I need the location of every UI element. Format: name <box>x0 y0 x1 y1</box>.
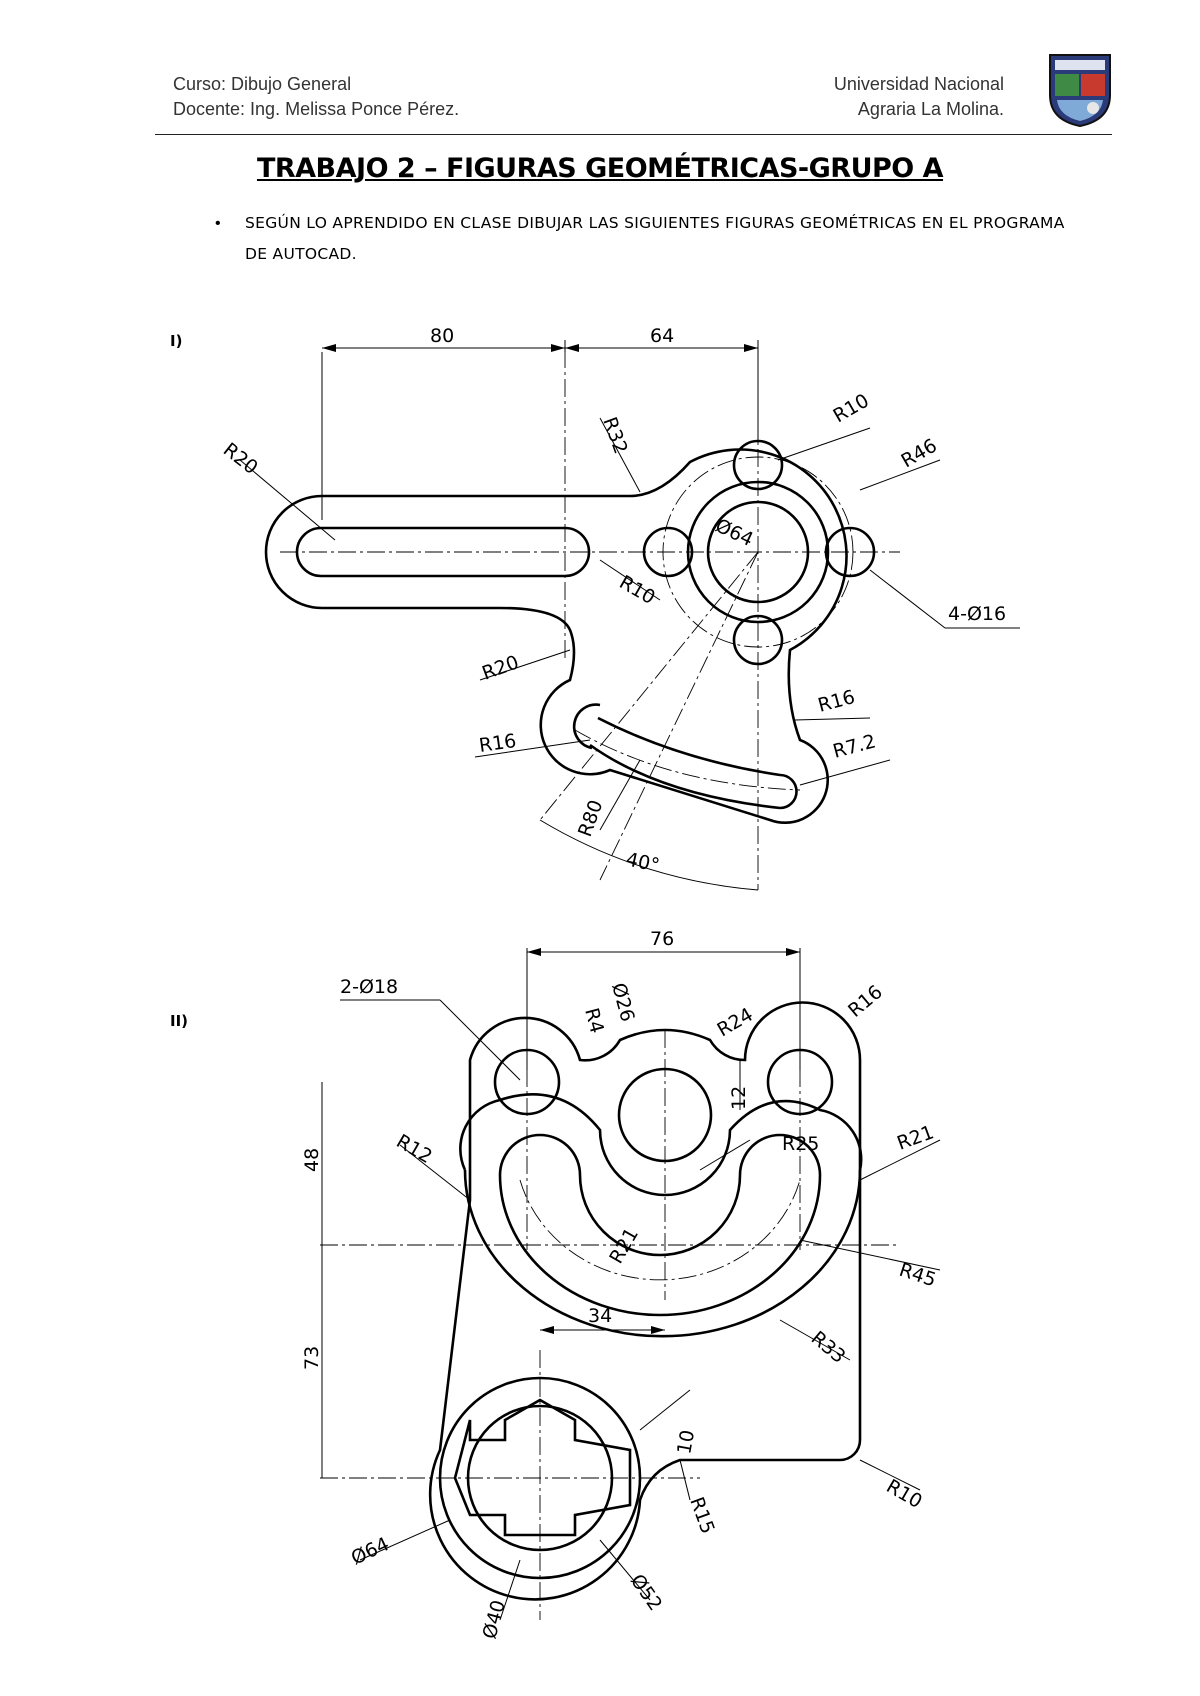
university-line-2: Agraria La Molina. <box>857 99 1004 119</box>
university-line-1: Universidad Nacional <box>833 74 1004 94</box>
dim-12: 12 <box>728 1086 750 1110</box>
instruction-text: SEGÚN LO APRENDIDO EN CLASE DIBUJAR LAS … <box>245 214 1065 263</box>
dim-76: 76 <box>650 928 674 950</box>
dim-r45: R45 <box>896 1259 938 1291</box>
dim-r10-mid: R10 <box>616 571 659 609</box>
figure2-drawing: 76 48 73 34 <box>301 928 941 1642</box>
bullet-marker: • <box>215 215 221 232</box>
dim-r16-left: R16 <box>478 730 518 757</box>
dim-4-holes: 4-Ø16 <box>948 603 1006 625</box>
dim-r33: R33 <box>807 1327 850 1368</box>
teacher-label: Docente: Ing. Melissa Ponce Pérez. <box>173 99 460 119</box>
dim-r16-right: R16 <box>816 686 858 717</box>
university-shield-logo <box>1049 54 1111 128</box>
dim-r80: R80 <box>574 797 607 840</box>
dim-dia40: Ø40 <box>479 1598 510 1642</box>
dim-angle-40: 40° <box>624 848 662 877</box>
dim-80: 80 <box>430 325 454 347</box>
dim-r46: R46 <box>898 435 941 473</box>
figure2-label: II) <box>170 1012 189 1030</box>
figure1-label: I) <box>170 332 183 350</box>
dim-r12: R12 <box>393 1130 436 1168</box>
dim-r15: R15 <box>685 1494 718 1537</box>
dim-r25: R25 <box>782 1133 819 1155</box>
dim-10: 10 <box>673 1428 699 1456</box>
dim-r21-right: R21 <box>894 1121 937 1154</box>
dim-dia26: Ø26 <box>607 981 638 1025</box>
dim-r10: R10 <box>883 1475 926 1513</box>
dim-dia52: Ø52 <box>626 1570 666 1615</box>
dim-r10-top: R10 <box>830 390 873 428</box>
dim-48: 48 <box>301 1148 323 1172</box>
dim-r16: R16 <box>844 981 887 1022</box>
dim-r21-center: R21 <box>605 1224 643 1267</box>
dim-r32: R32 <box>598 414 631 457</box>
dim-64: 64 <box>650 325 674 347</box>
dim-r20-low: R20 <box>479 651 522 684</box>
course-label: Curso: Dibujo General <box>173 74 352 94</box>
dim-2-holes: 2-Ø18 <box>340 976 398 998</box>
dim-34: 34 <box>588 1305 612 1327</box>
dim-r4: R4 <box>580 1006 608 1036</box>
header-divider <box>155 134 1112 135</box>
dim-73: 73 <box>301 1346 323 1370</box>
dim-dia64: Ø64 <box>348 1533 393 1569</box>
page-title: TRABAJO 2 – FIGURAS GEOMÉTRICAS-GRUPO A <box>256 153 944 184</box>
dim-r72: R7.2 <box>831 730 879 762</box>
dim-dia64: Ø64 <box>712 515 757 551</box>
figure1-drawing: 80 64 R20 <box>219 325 1020 891</box>
